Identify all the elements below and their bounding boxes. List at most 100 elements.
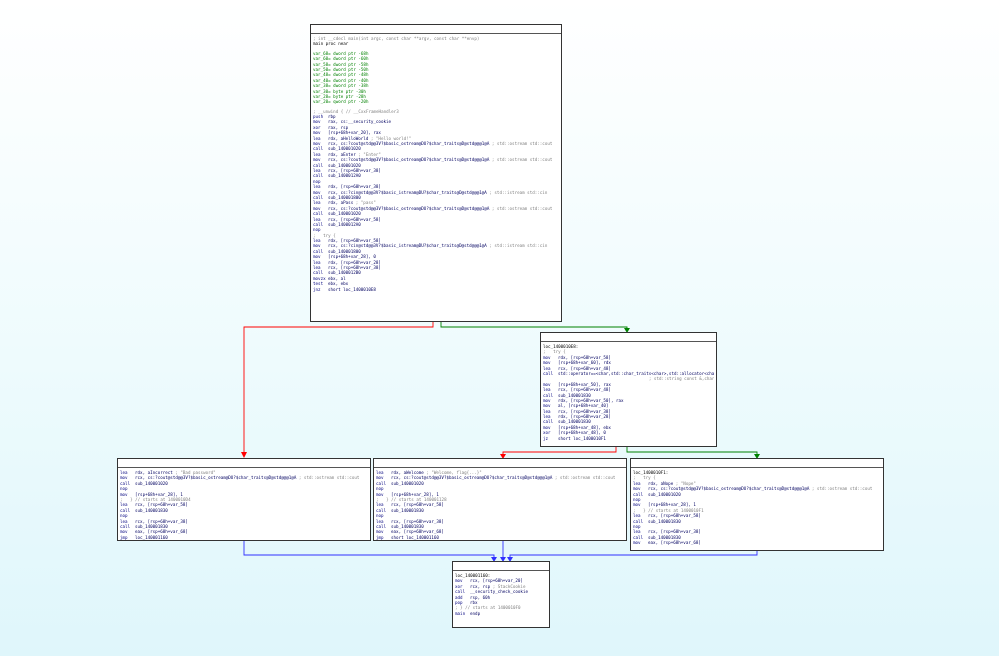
operands[interactable]: ebx, al: [328, 275, 346, 281]
operands[interactable]: sub_140001800: [328, 194, 361, 200]
inline-comment: ; std::istream std::cin: [486, 243, 548, 249]
operands[interactable]: eax, [rsp+68h+var_68]: [391, 529, 444, 535]
mnemonic: call: [376, 523, 387, 529]
operands[interactable]: __security_check_cookie: [470, 589, 528, 595]
operands[interactable]: rcx, cs:?cout@std@@3V?$basic_ostream@DU?…: [648, 486, 810, 492]
instruction-line: mov[rsp+68h+var_28], 1: [376, 492, 624, 497]
operands[interactable]: eax, [rsp+68h+var_68]: [135, 529, 188, 535]
operands[interactable]: rdx, [rsp+68h+var_58]: [328, 238, 381, 244]
mnemonic: call: [376, 480, 387, 486]
operands[interactable]: rdx, aPass: [328, 200, 354, 206]
operands[interactable]: [rsp+68h+var_28], 1: [648, 502, 696, 508]
operands[interactable]: loc_140001160: [135, 534, 168, 540]
operands[interactable]: rcx, [rsp+68h+var_48]: [558, 387, 611, 393]
operands[interactable]: rcx, [rsp+68h+var_58]: [135, 502, 188, 508]
operands[interactable]: [rsp+68h+var_28], 1: [391, 491, 439, 497]
operands[interactable]: rdx, aNope: [648, 480, 674, 486]
operands[interactable]: sub_140001830: [648, 534, 681, 540]
operands[interactable]: rcx, [rsp+68h+var_38]: [558, 408, 611, 414]
operands[interactable]: endp: [470, 610, 481, 616]
operands[interactable]: rdx, [rsp+68h+var_28]: [558, 414, 611, 420]
operands[interactable]: rdx, [rsp+68h+var_58]: [558, 354, 611, 360]
operands[interactable]: rdx, aWelcome: [391, 470, 424, 475]
operands[interactable]: rcx, [rsp+68h+var_38]: [135, 518, 188, 524]
operands[interactable]: eax, [rsp+68h+var_68]: [648, 540, 701, 546]
operands[interactable]: [rsp+68h+var_28], 0: [328, 254, 376, 260]
operands[interactable]: rdx, [rsp+68h+var_50], rax: [558, 397, 624, 403]
operands[interactable]: rcx, [rsp+68h+var_20]: [470, 578, 523, 584]
operands[interactable]: sub_140001830: [391, 507, 424, 513]
operands[interactable]: rcx, cs:?cin@std@@3V?$basic_istream@DU?$…: [328, 243, 487, 249]
operands[interactable]: sub_140001830: [648, 518, 681, 524]
operands[interactable]: rcx, cs:?cout@std@@3V?$basic_ostream@DU?…: [328, 157, 490, 163]
operands[interactable]: short loc_1400010E8: [328, 286, 376, 292]
operands[interactable]: rax, rsp: [328, 124, 349, 130]
operands[interactable]: rcx, cs:?cout@std@@3V?$basic_ostream@DU?…: [328, 141, 490, 147]
operands[interactable]: ebx, ebx: [328, 281, 349, 287]
operands[interactable]: al, [rsp+68h+var_40]: [558, 403, 609, 409]
operands[interactable]: rax, cs:__security_cookie: [328, 119, 392, 125]
inline-comment: ; std::ostream std::cout: [552, 475, 616, 481]
operands[interactable]: rdx, aIncorrect: [135, 470, 173, 475]
operands[interactable]: sub_140001830: [135, 523, 168, 529]
operands[interactable]: rbx: [470, 599, 478, 605]
operands[interactable]: rsp, 60h: [470, 594, 491, 600]
operands[interactable]: rcx, rsp: [470, 583, 491, 589]
operands[interactable]: sub_1400012A0: [328, 221, 361, 227]
operands[interactable]: sub_140001020: [328, 146, 361, 152]
operands[interactable]: rdx, aEnter: [328, 151, 356, 157]
operands[interactable]: sub_140001830: [558, 419, 591, 425]
operands[interactable]: rcx, cs:?cout@std@@3V?$basic_ostream@DU?…: [135, 475, 297, 481]
operands[interactable]: [rsp+68h+var_60], rdx: [558, 360, 611, 366]
operands[interactable]: sub_140001800: [328, 248, 361, 254]
mnemonic: mov: [376, 475, 384, 481]
operands[interactable]: sub_140001020: [135, 480, 168, 486]
mnemonic: lea: [633, 513, 641, 519]
operands[interactable]: sub_140001020: [328, 211, 361, 217]
operands[interactable]: sub_1400012B0: [328, 270, 361, 276]
operands[interactable]: sub_140001020: [648, 491, 681, 497]
graph-node-entry[interactable]: ; int __cdecl main(int argc, const char …: [310, 24, 562, 322]
operands[interactable]: sub_140001020: [328, 162, 361, 168]
operands[interactable]: rbp: [328, 114, 336, 120]
operands[interactable]: rcx, cs:?cout@std@@3V?$basic_ostream@DU?…: [328, 205, 490, 211]
operands[interactable]: std::operator==<char,std::char_traits<ch…: [558, 370, 714, 376]
edge-mid-to-end: [500, 540, 506, 562]
instruction-line: mov rcx, cs:?cout@std@@3V?$basic_ostream@…: [376, 475, 624, 480]
operands[interactable]: sub_140001830: [135, 507, 168, 513]
operands[interactable]: rcx, [rsp+68h+var_48]: [558, 365, 611, 371]
operands[interactable]: rdx, [rsp+68h+var_28]: [328, 259, 381, 265]
operands[interactable]: sub_140001830: [558, 392, 591, 398]
operands[interactable]: sub_140001830: [391, 523, 424, 529]
operands[interactable]: rcx, [rsp+68h+var_38]: [328, 167, 381, 173]
operands[interactable]: rcx, cs:?cout@std@@3V?$basic_ostream@DU?…: [391, 475, 553, 481]
operands[interactable]: sub_1400012A0: [328, 173, 361, 179]
operands[interactable]: rcx, [rsp+68h+var_38]: [328, 265, 381, 271]
operands[interactable]: rcx, [rsp+68h+var_58]: [391, 502, 444, 508]
operands[interactable]: [rsp+68h+var_20], rax: [328, 130, 381, 136]
instruction-line: nop: [120, 486, 368, 491]
operands[interactable]: short loc_1400010F1: [558, 435, 606, 441]
operands[interactable]: rcx, [rsp+68h+var_38]: [648, 529, 701, 535]
operands[interactable]: [rsp+68h+var_48], ebx: [558, 424, 611, 430]
operands[interactable]: rdx, aHelloWorld: [328, 135, 369, 141]
operands[interactable]: rcx, [rsp+68h+var_38]: [391, 518, 444, 524]
operands[interactable]: rdx, [rsp+68h+var_38]: [328, 184, 381, 190]
operands[interactable]: short loc_140001160: [391, 534, 439, 540]
operands[interactable]: rcx, cs:?cin@std@@3V?$basic_istream@DU?$…: [328, 189, 487, 195]
comment-line: ; } // starts at 1400010D4: [120, 496, 191, 502]
operands[interactable]: sub_140001020: [391, 480, 424, 486]
operands[interactable]: [rsp+68h+var_28], 1: [135, 491, 183, 497]
operands[interactable]: [rsp+68h+var_50], rax: [558, 381, 611, 387]
operands[interactable]: rcx, [rsp+68h+var_58]: [328, 216, 381, 222]
operands[interactable]: [rsp+68h+var_48], 0: [558, 430, 606, 436]
operands[interactable]: rcx, [rsp+68h+var_58]: [648, 513, 701, 519]
